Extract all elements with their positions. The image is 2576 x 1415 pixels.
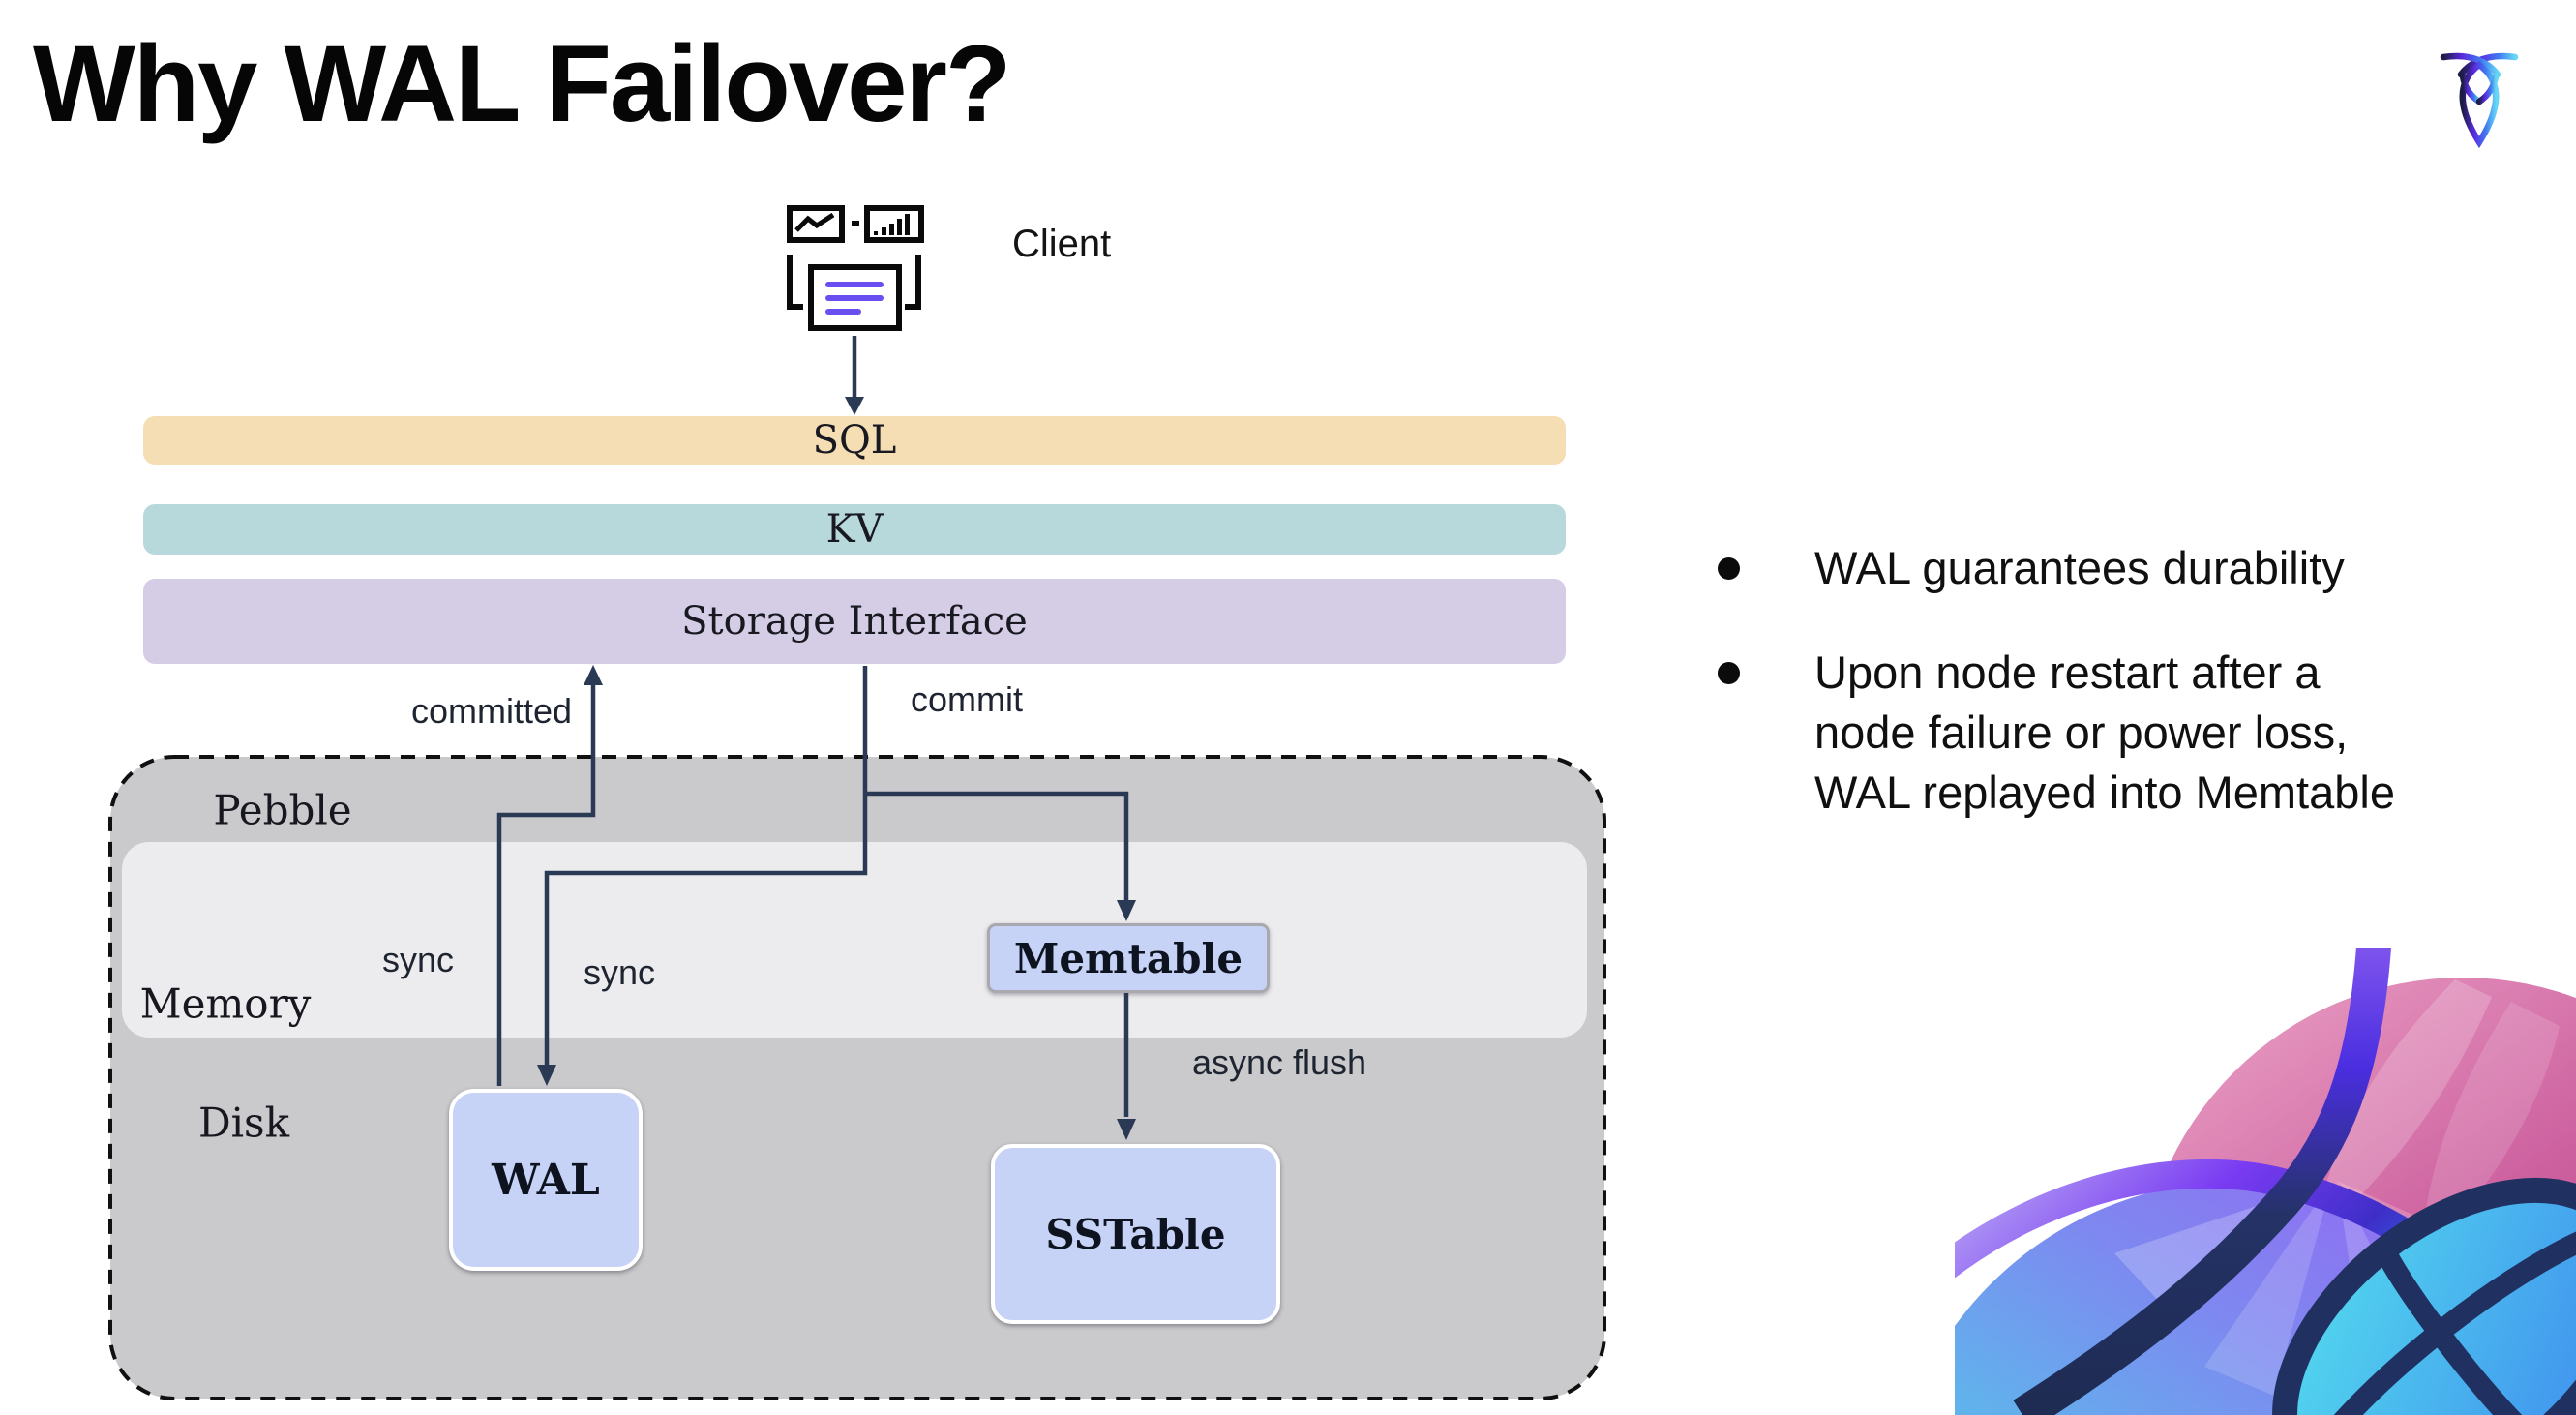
document-line <box>825 282 884 287</box>
edge-commit-sync <box>544 666 868 1065</box>
layer-bar-sql-label: SQL <box>812 418 897 463</box>
arrowhead-memtable <box>1117 900 1136 921</box>
disk-label: Disk <box>197 1099 290 1147</box>
decorative-brand-graphic <box>1955 948 2576 1415</box>
sstable-node: SSTable <box>991 1144 1280 1324</box>
sync-right-edge-label: sync <box>583 952 656 992</box>
commit-edge-label: commit <box>911 679 1023 719</box>
cockroachdb-logo-icon <box>2440 52 2519 149</box>
bullet-text: WAL guarantees durability <box>1814 542 2345 593</box>
sstable-node-label: SSTable <box>1045 1210 1226 1258</box>
sync-left-edge-label: sync <box>381 940 455 979</box>
edge-commit-to-memtable <box>865 791 1129 900</box>
document-icon <box>808 264 902 331</box>
document-line <box>825 309 861 315</box>
async-flush-edge-label: async flush <box>1191 1042 1367 1082</box>
layer-bar-kv: KV <box>143 504 1566 555</box>
client-label: Client <box>1012 223 1112 265</box>
list-item: Upon node restart after a node failure o… <box>1718 643 2569 823</box>
arrowhead-sstable <box>1117 1119 1136 1140</box>
bracket-right-icon <box>905 255 921 310</box>
layer-bar-sql: SQL <box>143 416 1566 465</box>
arrowhead-wal <box>537 1065 556 1086</box>
list-item: WAL guarantees durability <box>1718 538 2569 598</box>
bullet-dot <box>1718 662 1740 684</box>
pebble-label: Pebble <box>213 786 352 834</box>
line-chart-icon <box>787 205 845 243</box>
bar-chart-icon <box>864 205 924 243</box>
memtable-node-label: Memtable <box>1013 934 1243 982</box>
layer-bar-storage-label: Storage Interface <box>681 599 1028 644</box>
memory-label: Memory <box>139 979 312 1028</box>
arrowhead-committed <box>584 665 603 685</box>
client-icon <box>769 189 944 348</box>
committed-edge-label: committed <box>410 691 573 731</box>
layer-bar-storage-interface: Storage Interface <box>143 579 1566 664</box>
memtable-node: Memtable <box>987 923 1270 993</box>
bullet-text: Upon node restart after a node failure o… <box>1814 647 2395 818</box>
edge-committed <box>496 683 596 1086</box>
bullet-dot <box>1718 557 1740 580</box>
layer-bar-kv-label: KV <box>825 507 884 552</box>
bullet-list: WAL guarantees durability Upon node rest… <box>1718 538 2569 867</box>
wal-node-label: WAL <box>492 1155 600 1205</box>
page-title: Why WAL Failover? <box>33 23 1011 144</box>
arrowhead-sql <box>845 397 864 415</box>
wal-node: WAL <box>449 1089 643 1271</box>
bracket-left-icon <box>787 255 803 310</box>
dash-connector <box>852 221 859 226</box>
document-line <box>825 295 884 301</box>
